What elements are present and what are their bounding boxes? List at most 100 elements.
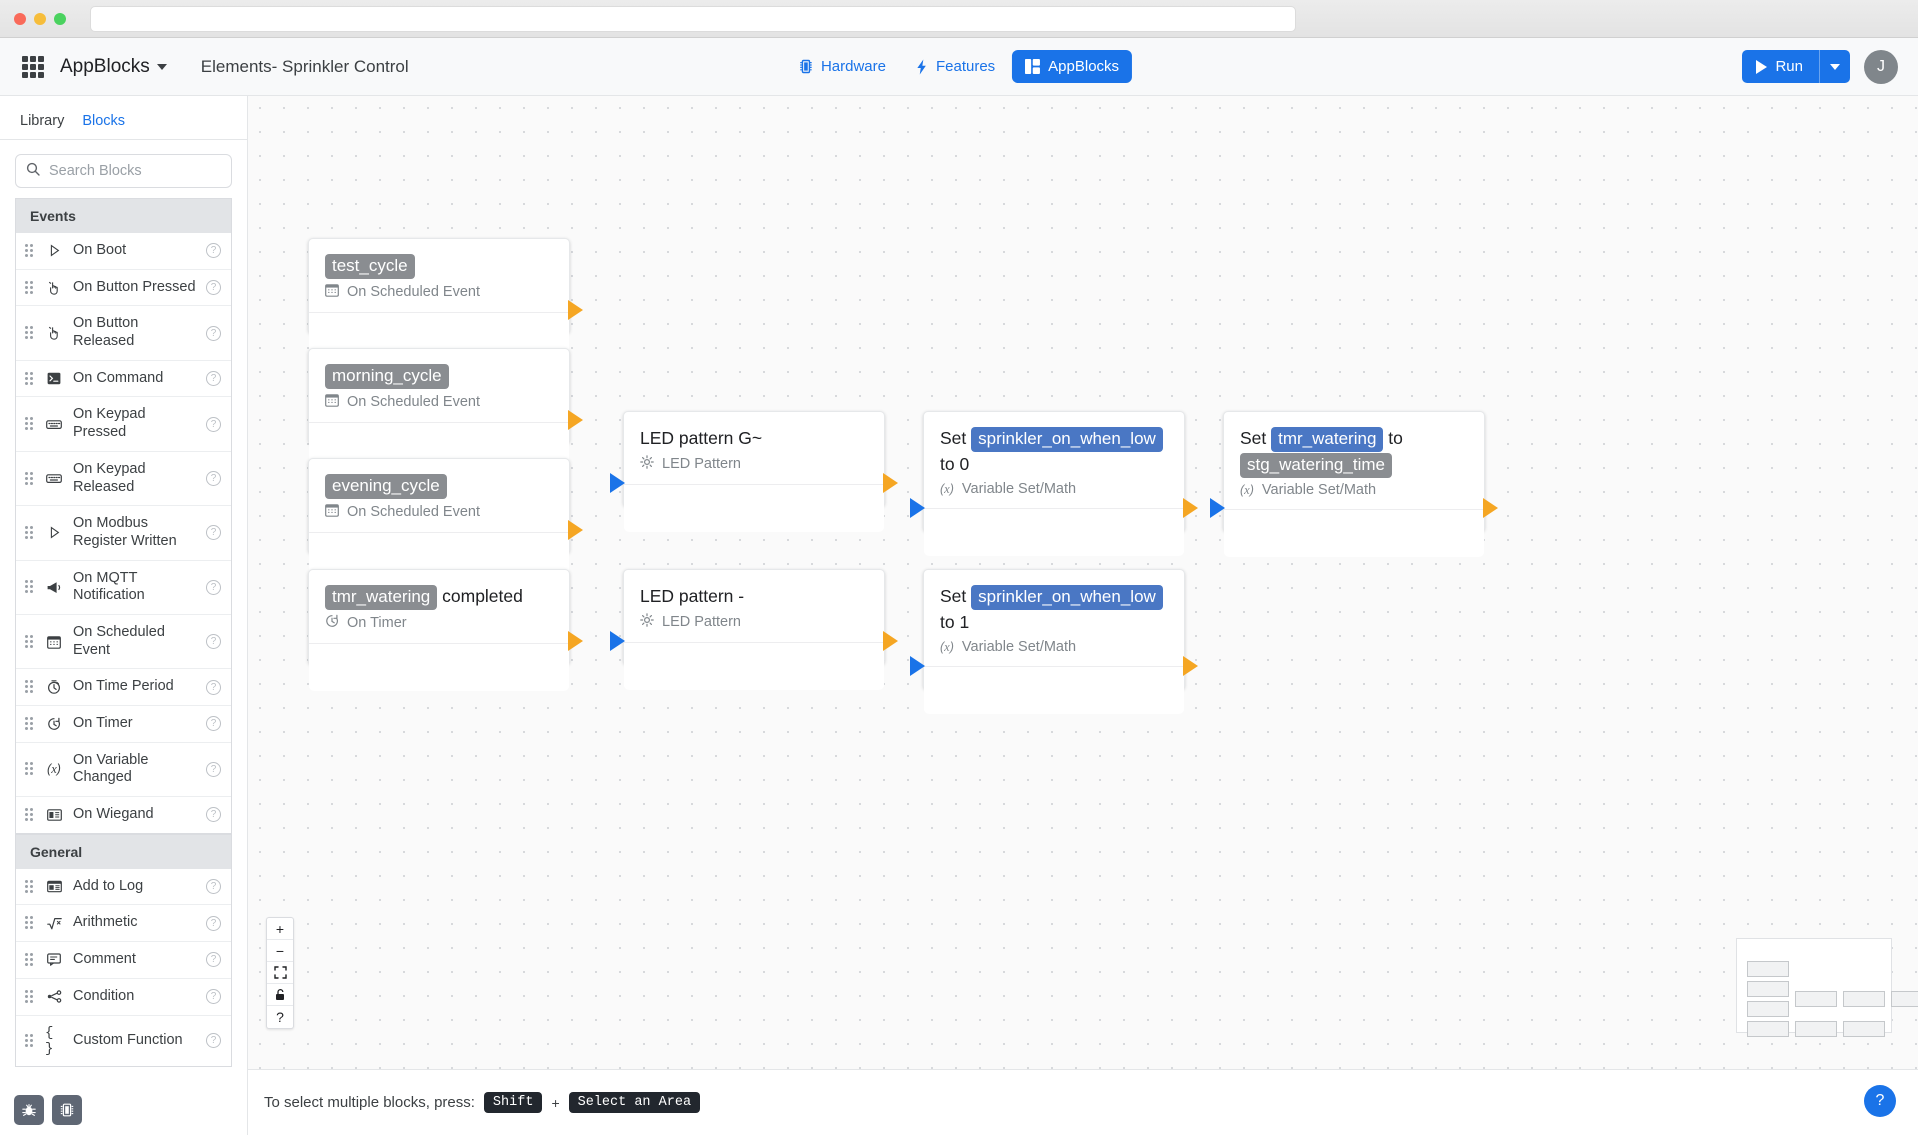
run-options-dropdown[interactable] <box>1820 50 1850 83</box>
run-button[interactable]: Run <box>1742 50 1819 83</box>
library-block-on-variable-changed[interactable]: (x)On Variable Changed? <box>16 743 231 798</box>
block-variable-chip[interactable]: sprinkler_on_when_low <box>971 427 1163 452</box>
block-output-port-icon[interactable] <box>1483 498 1498 518</box>
nav-tab-features[interactable]: Features <box>903 50 1008 83</box>
maximize-window-icon[interactable] <box>54 12 66 25</box>
help-icon[interactable]: ? <box>206 952 221 968</box>
block-variable-chip[interactable]: test_cycle <box>325 254 415 279</box>
drag-handle-icon[interactable] <box>25 280 35 295</box>
library-block-on-modbus-register-written[interactable]: On Modbus Register Written? <box>16 506 231 561</box>
zoom-out-button[interactable]: − <box>267 940 293 962</box>
canvas-block[interactable]: Set sprinkler_on_when_low to 0(x)Variabl… <box>923 411 1185 557</box>
help-icon[interactable]: ? <box>206 325 221 341</box>
drag-handle-icon[interactable] <box>25 471 35 486</box>
help-icon[interactable]: ? <box>206 716 221 732</box>
drag-handle-icon[interactable] <box>25 916 35 930</box>
apps-grid-icon[interactable] <box>22 55 44 78</box>
drag-handle-icon[interactable] <box>25 243 35 258</box>
drag-handle-icon[interactable] <box>25 1033 35 1048</box>
drag-handle-icon[interactable] <box>25 762 35 776</box>
block-output-port-icon[interactable] <box>568 300 583 320</box>
block-variable-chip[interactable]: tmr_watering <box>1271 427 1384 452</box>
drag-handle-icon[interactable] <box>25 525 35 540</box>
block-output-port-icon[interactable] <box>883 631 898 651</box>
drag-handle-icon[interactable] <box>25 371 35 386</box>
avatar[interactable]: J <box>1864 49 1898 84</box>
library-block-on-timer[interactable]: On Timer? <box>16 706 231 743</box>
search-input[interactable] <box>49 163 221 179</box>
canvas-block[interactable]: Set sprinkler_on_when_low to 1(x)Variabl… <box>923 569 1185 715</box>
library-block-on-scheduled-event[interactable]: On Scheduled Event? <box>16 615 231 670</box>
drag-handle-icon[interactable] <box>25 879 35 894</box>
drag-handle-icon[interactable] <box>25 580 35 594</box>
help-icon[interactable]: ? <box>206 915 221 931</box>
nav-tab-appblocks[interactable]: AppBlocks <box>1012 50 1133 83</box>
library-block-on-wiegand[interactable]: On Wiegand? <box>16 797 231 833</box>
minimize-window-icon[interactable] <box>34 12 46 25</box>
help-icon[interactable]: ? <box>206 525 221 541</box>
blocks-canvas[interactable]: + − ? To select multiple blocks, press: … <box>248 96 1918 1135</box>
canvas-help-button[interactable]: ? <box>276 1009 284 1025</box>
library-block-on-keypad-released[interactable]: On Keypad Released? <box>16 452 231 507</box>
block-output-port-icon[interactable] <box>1183 498 1198 518</box>
library-block-on-boot[interactable]: On Boot? <box>16 233 231 270</box>
help-icon[interactable]: ? <box>206 471 221 486</box>
block-output-port-icon[interactable] <box>568 410 583 430</box>
canvas-minimap[interactable] <box>1736 938 1918 1037</box>
search-box[interactable] <box>15 154 232 188</box>
block-variable-chip[interactable]: sprinkler_on_when_low <box>971 585 1163 610</box>
tab-library[interactable]: Library <box>20 113 65 129</box>
block-input-port-icon[interactable] <box>910 656 925 676</box>
help-icon[interactable]: ? <box>206 280 221 296</box>
library-block-add-to-log[interactable]: Add to Log? <box>16 869 231 906</box>
drag-handle-icon[interactable] <box>25 680 35 694</box>
help-icon[interactable]: ? <box>206 634 221 650</box>
help-icon[interactable]: ? <box>206 416 221 432</box>
help-icon[interactable]: ? <box>206 807 221 823</box>
canvas-block[interactable]: LED pattern -LED Pattern <box>623 569 885 691</box>
drag-handle-icon[interactable] <box>25 417 35 431</box>
block-output-port-icon[interactable] <box>568 520 583 540</box>
library-block-on-time-period[interactable]: On Time Period? <box>16 669 231 706</box>
block-output-port-icon[interactable] <box>568 631 583 651</box>
debug-bug-icon[interactable] <box>14 1095 44 1125</box>
block-variable-chip-2[interactable]: stg_watering_time <box>1240 452 1392 478</box>
block-output-port-icon[interactable] <box>883 473 898 493</box>
block-input-port-icon[interactable] <box>610 473 625 493</box>
drag-handle-icon[interactable] <box>25 634 35 649</box>
drag-handle-icon[interactable] <box>25 326 35 340</box>
help-icon[interactable]: ? <box>206 579 221 595</box>
block-input-port-icon[interactable] <box>1210 498 1225 518</box>
library-block-custom-function[interactable]: { }Custom Function? <box>16 1016 231 1066</box>
library-block-condition[interactable]: Condition? <box>16 979 231 1016</box>
help-icon[interactable]: ? <box>206 1033 221 1048</box>
close-window-icon[interactable] <box>14 12 26 25</box>
run-button-group[interactable]: Run <box>1742 50 1850 83</box>
help-icon[interactable]: ? <box>206 989 221 1005</box>
fit-screen-icon[interactable] <box>267 962 293 984</box>
block-output-port-icon[interactable] <box>1183 656 1198 676</box>
brand-menu[interactable]: AppBlocks <box>60 56 167 78</box>
library-block-on-mqtt-notification[interactable]: On MQTT Notification? <box>16 561 231 615</box>
block-variable-chip[interactable]: tmr_watering <box>325 585 438 610</box>
help-icon[interactable]: ? <box>206 371 221 387</box>
library-block-on-command[interactable]: On Command? <box>16 361 231 398</box>
library-block-on-button-pressed[interactable]: On Button Pressed? <box>16 270 231 307</box>
canvas-block[interactable]: Set tmr_watering to stg_watering_time(x)… <box>1223 411 1485 557</box>
device-chip-icon[interactable] <box>52 1095 82 1125</box>
library-block-on-button-released[interactable]: On Button Released? <box>16 306 231 361</box>
url-bar[interactable] <box>90 6 1296 32</box>
nav-tab-hardware[interactable]: Hardware <box>786 50 899 83</box>
drag-handle-icon[interactable] <box>25 952 35 967</box>
help-icon[interactable]: ? <box>206 879 221 895</box>
block-variable-chip[interactable]: evening_cycle <box>325 474 447 499</box>
library-block-comment[interactable]: Comment? <box>16 942 231 979</box>
block-variable-chip[interactable]: morning_cycle <box>325 364 449 389</box>
block-input-port-icon[interactable] <box>910 498 925 518</box>
drag-handle-icon[interactable] <box>25 989 35 1004</box>
